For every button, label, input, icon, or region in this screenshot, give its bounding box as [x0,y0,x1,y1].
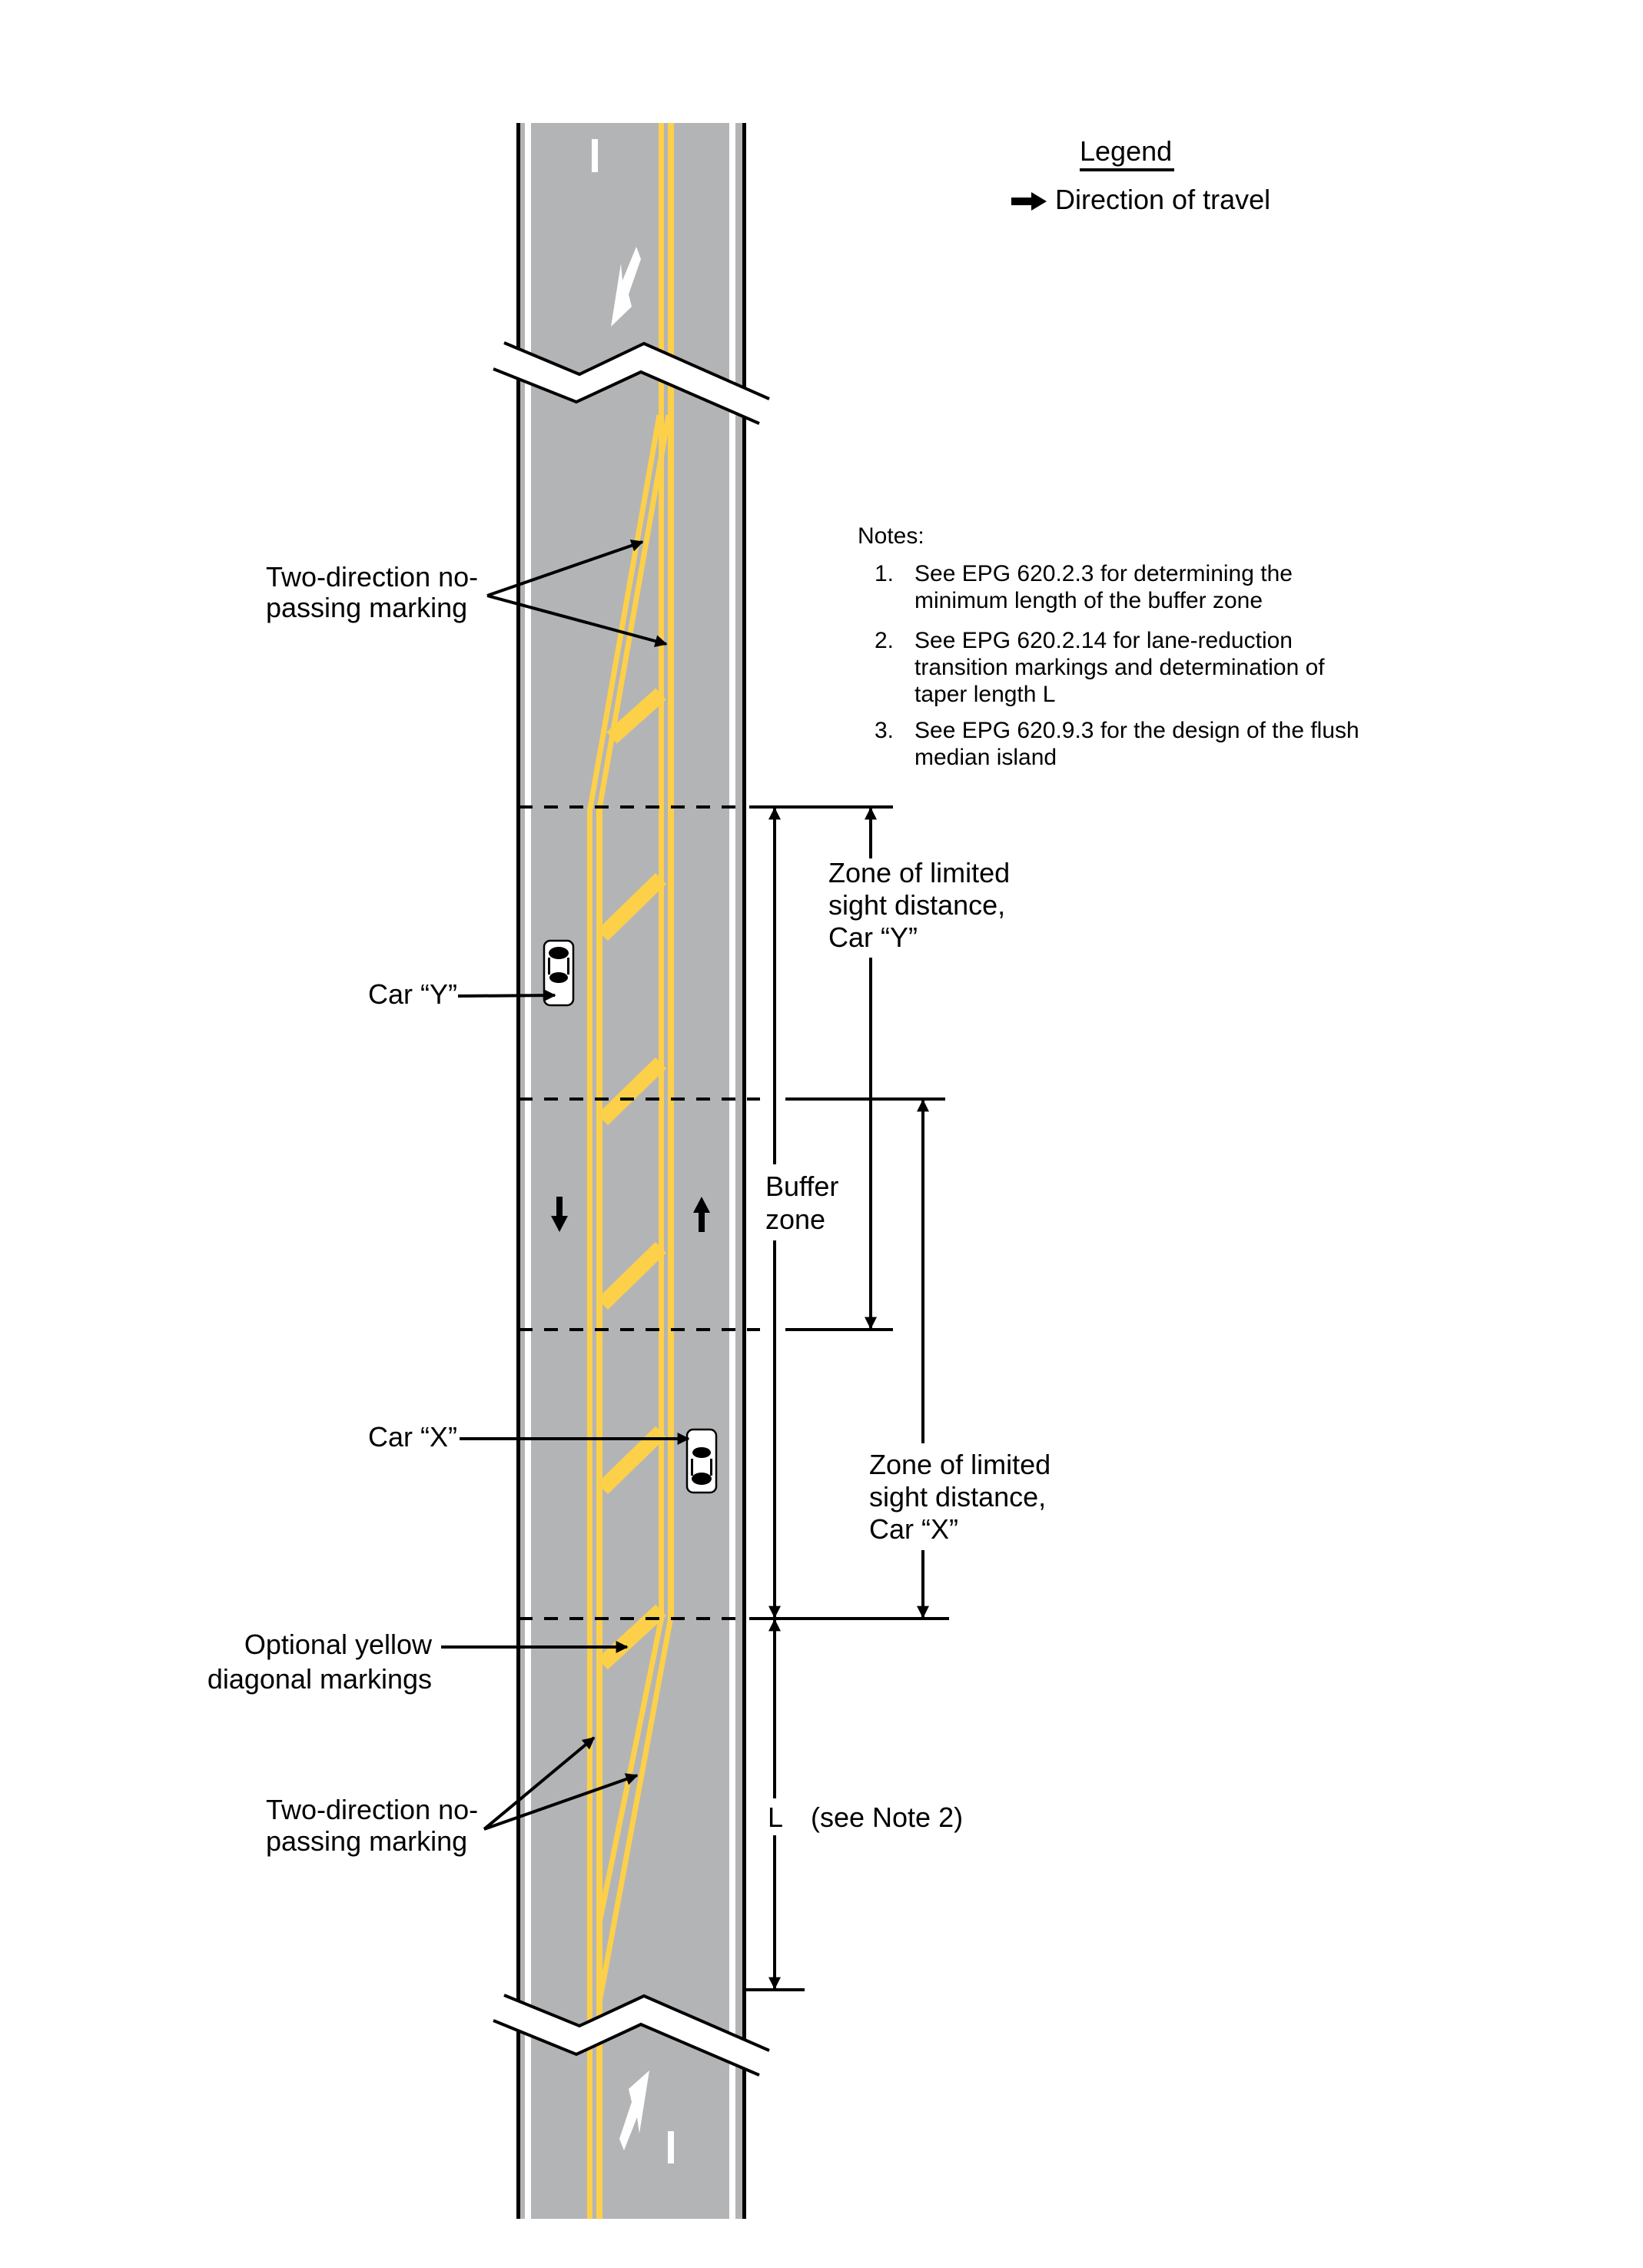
note-text: transition markings and determination of [914,655,1325,680]
label-two-direction-bottom-line1: Two-direction no- [266,1794,478,1825]
right-yellow-line-a [659,123,664,1619]
dimension-lines [744,805,949,1991]
label-buffer-zone-line2: zone [765,1204,825,1235]
label-optional-yellow-line2: diagonal markings [207,1663,432,1695]
note-text: See EPG 620.2.14 for lane-reduction [914,628,1293,653]
lane-reduction-arrow-icon [611,247,641,327]
label-buffer-zone-line1: Buffer [765,1171,838,1202]
notes: Notes: 1. See EPG 620.2.3 for determinin… [858,523,1359,770]
leader-lines [441,540,690,1831]
car-y-icon [543,939,575,1007]
yellow-markings [587,123,674,2219]
diagonal-marking [597,1241,666,1310]
roadway [493,123,770,2219]
right-white-edge-line [729,123,735,2219]
diagonal-marking [597,1057,666,1126]
lane-dash [592,139,598,172]
legend-direction-of-travel: Direction of travel [1055,184,1270,215]
note-text: minimum length of the buffer zone [914,588,1263,613]
car-x-icon [685,1428,718,1494]
notes-title: Notes: [858,523,924,549]
note-number: 1. [875,561,894,586]
upper-taper-line-a [587,414,662,809]
southbound-direction-arrow-icon [551,1197,568,1232]
left-road-edge [516,123,520,2219]
lower-taper-line-b [597,1616,674,1999]
diagonal-marking [597,872,666,941]
note-text: taper length L [914,682,1055,707]
note-text: See EPG 620.9.3 for the design of the fl… [914,718,1359,743]
legend-title: Legend [1080,135,1172,167]
label-optional-yellow-line1: Optional yellow [244,1629,433,1660]
label-zone-y-line2: sight distance, [828,889,1005,921]
label-zone-y-line1: Zone of limited [828,857,1010,888]
right-yellow-line-b [668,123,674,1619]
right-arrow-icon [1011,192,1047,211]
note-number: 3. [875,718,894,743]
diagonal-marking [606,688,666,744]
label-two-direction-top-line1: Two-direction no- [266,561,478,593]
note-text: See EPG 620.2.3 for determining the [914,561,1293,586]
lane-dash [668,2131,674,2163]
label-zone-x-line2: sight distance, [869,1481,1046,1513]
label-two-direction-top-line2: passing marking [266,592,467,623]
left-white-edge-line [525,123,531,2219]
label-taper-length: L [768,1801,783,1833]
pavement [516,123,745,2219]
note-number: 2. [875,628,894,653]
upper-taper-line-b [596,414,672,809]
note-text: median island [914,745,1057,770]
diagonal-marking [597,1426,666,1495]
right-road-edge [742,123,746,2219]
northbound-direction-arrow-icon [693,1197,710,1232]
label-zone-x-line3: Car “X” [869,1513,958,1545]
lane-reduction-arrow-icon [619,2070,649,2150]
lower-taper-line-a [597,1616,665,1920]
label-zone-x-line1: Zone of limited [869,1449,1051,1480]
label-zone-y-line3: Car “Y” [828,921,918,953]
left-yellow-line-a [587,807,592,2219]
bottom-break-symbol [493,1994,770,2077]
legend: Legend Direction of travel [1011,135,1270,215]
label-car-x: Car “X” [368,1421,457,1453]
top-break-symbol [493,341,770,425]
left-yellow-line-b [596,807,602,2219]
label-see-note-2: (see Note 2) [811,1801,963,1833]
label-car-y: Car “Y” [368,978,457,1010]
label-two-direction-bottom-line2: passing marking [266,1825,467,1857]
